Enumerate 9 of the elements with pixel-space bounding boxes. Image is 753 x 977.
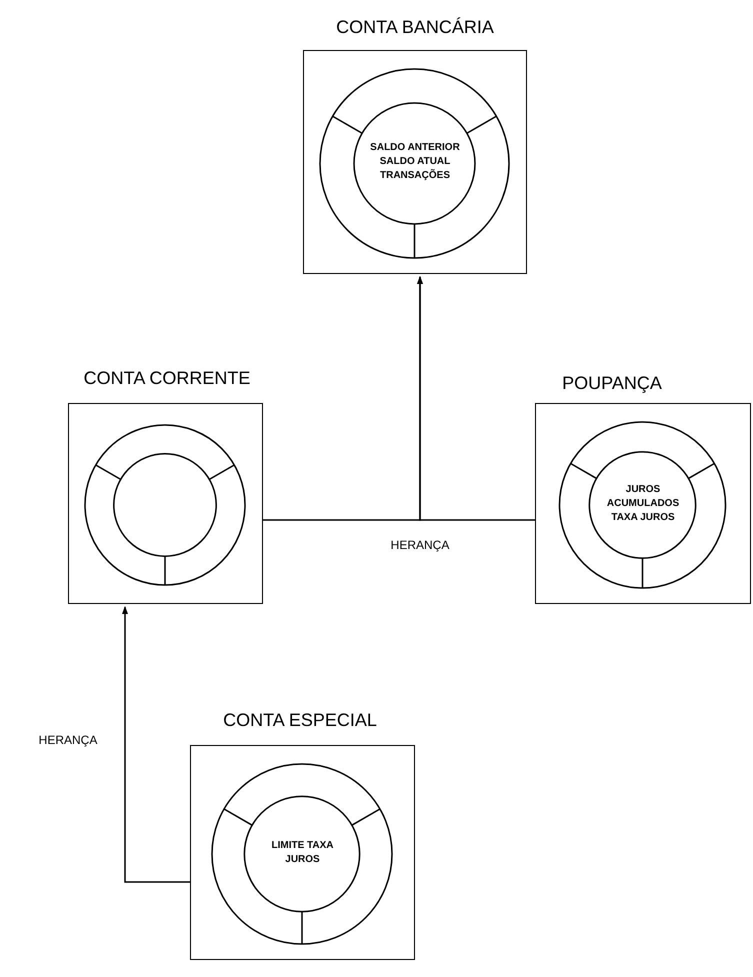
attribute-list: SALDO ANTERIOR SALDO ATUAL TRANSAÇÕES xyxy=(360,141,470,183)
inheritance-arrow xyxy=(122,606,190,883)
attribute-list: JUROS ACUMULADOS TAXA JUROS xyxy=(595,482,691,524)
class-title: POUPANÇA xyxy=(562,372,662,395)
inheritance-arrow xyxy=(417,276,535,521)
class-title: CONTA ESPECIAL xyxy=(223,709,377,732)
attribute-list: LIMITE TAXA JUROS xyxy=(258,838,348,866)
class-title: CONTA CORRENTE xyxy=(84,367,250,390)
class-title: CONTA BANCÁRIA xyxy=(336,16,494,39)
